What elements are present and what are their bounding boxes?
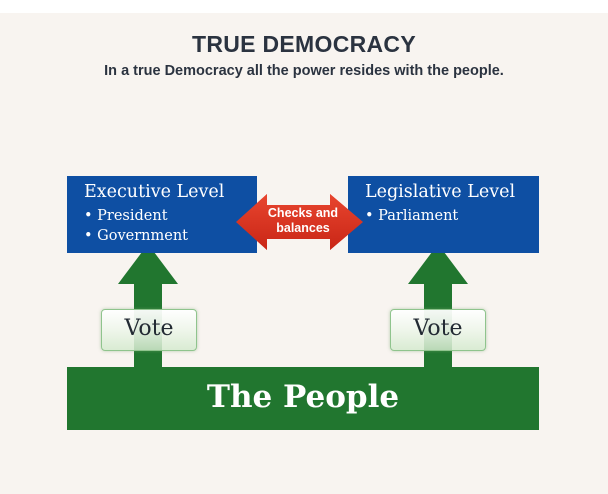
executive-item-government: • Government bbox=[84, 228, 189, 244]
checks-label-line2: balances bbox=[276, 221, 330, 235]
executive-level-box: Executive Level • President • Government bbox=[67, 176, 257, 253]
diagram-title: TRUE DEMOCRACY bbox=[192, 31, 416, 57]
legislative-level-heading: Legislative Level bbox=[365, 182, 516, 202]
vote-up-arrow-left bbox=[118, 244, 178, 368]
vote-label-left: Vote bbox=[101, 309, 197, 351]
executive-level-list: • President • Government bbox=[84, 206, 188, 246]
legislative-level-list: • Parliament bbox=[365, 206, 458, 226]
vote-up-arrow-right bbox=[408, 244, 468, 368]
legislative-level-box: Legislative Level • Parliament bbox=[348, 176, 539, 253]
vote-label-right: Vote bbox=[390, 309, 486, 351]
diagram-subtitle: In a true Democracy all the power reside… bbox=[104, 63, 504, 79]
checks-label-line1: Checks and bbox=[267, 206, 339, 220]
checks-and-balances-arrow-overlay bbox=[236, 194, 363, 250]
legislative-item-parliament: • Parliament bbox=[365, 208, 459, 224]
the-people-bar: The People bbox=[67, 367, 539, 430]
executive-item-president: • President bbox=[84, 208, 168, 224]
checks-and-balances-label: Checks and balances bbox=[258, 206, 348, 236]
executive-level-heading: Executive Level bbox=[84, 182, 225, 202]
